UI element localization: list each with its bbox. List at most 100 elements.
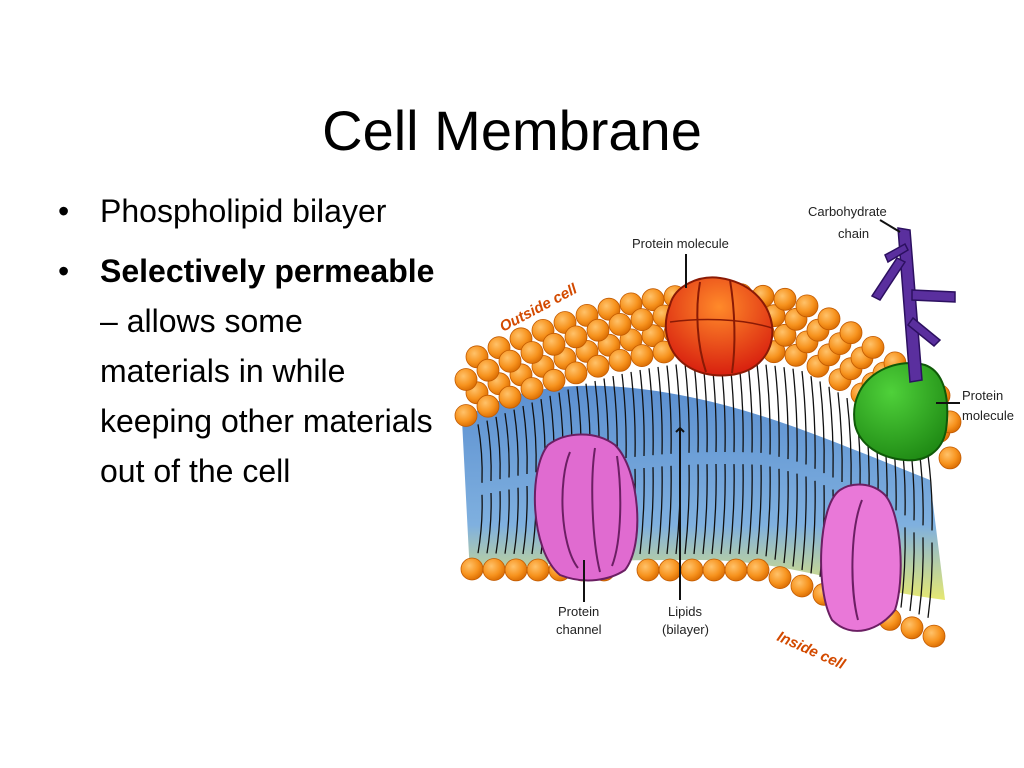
lipid-head	[476, 358, 500, 382]
label-protein-right: Protein	[962, 388, 1003, 403]
lipid-tail	[693, 362, 699, 453]
lipid-head	[498, 349, 522, 373]
lipid-tail	[774, 468, 780, 560]
lipid-head	[795, 294, 819, 318]
lipid-head	[658, 558, 682, 582]
lipid-tail	[648, 368, 654, 456]
lipid-tail	[666, 465, 672, 555]
lipid-head	[839, 321, 863, 345]
lipid-tail	[657, 466, 663, 555]
lipid-head	[526, 558, 550, 582]
lipid-tail	[846, 398, 852, 487]
label-chain: chain	[838, 226, 869, 241]
label-inside-cell: Inside cell	[774, 628, 848, 673]
lipid-tail	[522, 485, 528, 555]
lipid-tail	[639, 467, 645, 555]
lipid-head	[619, 292, 643, 316]
label-bilayer: (bilayer)	[662, 622, 709, 637]
lipid-head	[773, 323, 797, 347]
lipid-tail	[693, 464, 699, 555]
lipid-tail	[621, 373, 627, 459]
lipid-head	[636, 558, 660, 582]
lipid-head	[482, 558, 506, 581]
lipid-tail	[720, 463, 726, 555]
lipid-head	[608, 348, 632, 372]
lipid-tail	[927, 542, 933, 618]
bullet-text: Phospholipid bilayer	[100, 193, 387, 229]
lipid-tail	[774, 365, 780, 457]
lipid-tail	[810, 376, 816, 469]
lipid-tail	[801, 371, 807, 465]
lipid-tail	[495, 491, 501, 554]
lipid-tail	[792, 473, 798, 567]
lipid-head	[586, 354, 610, 378]
lipid-tail	[819, 381, 825, 474]
lipid-tail	[783, 471, 789, 564]
lipid-head	[504, 558, 528, 582]
bullet-text: – allows some materials in while keeping…	[100, 303, 433, 489]
protein-channel-right	[820, 483, 902, 632]
lipid-head	[630, 344, 654, 368]
lipid-head	[938, 446, 962, 470]
lipid-head	[922, 624, 946, 648]
lipid-head	[861, 335, 885, 359]
lipid-tail	[513, 487, 519, 554]
lipid-heads	[454, 282, 962, 648]
lipid-head	[586, 318, 610, 342]
lipid-tail	[684, 464, 690, 555]
lipid-head	[476, 394, 500, 418]
lipid-head	[817, 307, 841, 331]
lipid-tail	[765, 364, 771, 455]
lipid-tail	[648, 467, 654, 555]
lipid-tail	[639, 369, 645, 457]
lipid-head	[680, 558, 704, 582]
lipid-head	[900, 616, 924, 640]
lipid-tail	[729, 464, 735, 555]
lipid-head	[454, 404, 478, 427]
lipid-tail	[927, 455, 933, 531]
lipid-tail	[918, 537, 924, 615]
lipid-tail	[531, 402, 537, 473]
lipid-head	[520, 341, 544, 364]
lipid-tail	[756, 464, 762, 555]
lipid-tail	[477, 494, 483, 554]
lipid-head	[520, 377, 544, 400]
lipid-tail	[792, 368, 798, 462]
lipid-tail	[657, 366, 663, 455]
lipid-head	[768, 566, 792, 589]
bullet-selectively-permeable: Selectively permeable – allows some mate…	[58, 246, 438, 496]
lipid-head	[702, 558, 726, 582]
lipid-tail	[486, 492, 492, 554]
lipid-tail	[504, 489, 510, 554]
lipid-tail	[783, 367, 789, 460]
lipid-tail	[747, 464, 753, 555]
lipid-head	[564, 325, 588, 349]
lipid-tail	[756, 363, 762, 453]
protein-molecule-red	[664, 276, 774, 377]
lipid-tail	[738, 464, 744, 555]
lipid-head	[746, 558, 770, 582]
lipid-head	[630, 308, 654, 332]
lipid-head	[641, 288, 665, 312]
lipid-tail	[486, 420, 492, 482]
bullet-phospholipid: Phospholipid bilayer	[58, 186, 438, 236]
lipid-tail	[684, 363, 690, 453]
lipid-head	[619, 328, 643, 352]
bullet-bold-term: Selectively permeable	[100, 253, 435, 289]
lipid-head	[542, 368, 566, 392]
label-carbohydrate: Carbohydrate	[808, 204, 887, 219]
lipid-head	[773, 287, 797, 311]
lipid-head	[498, 385, 522, 409]
lipid-head	[608, 312, 632, 336]
lipid-tail	[666, 365, 672, 454]
lipid-tail	[765, 466, 771, 557]
carbohydrate-chain	[870, 227, 956, 383]
bullet-list: Phospholipid bilayer Selectively permeab…	[58, 186, 438, 506]
lipid-tail	[747, 362, 753, 453]
label-leader-lines	[583, 219, 960, 602]
lipid-tail	[900, 527, 906, 608]
label-lipids: Lipids	[668, 604, 702, 619]
lipid-tail	[702, 464, 708, 555]
lipid-tail	[495, 416, 501, 480]
lipid-tail	[711, 463, 717, 555]
